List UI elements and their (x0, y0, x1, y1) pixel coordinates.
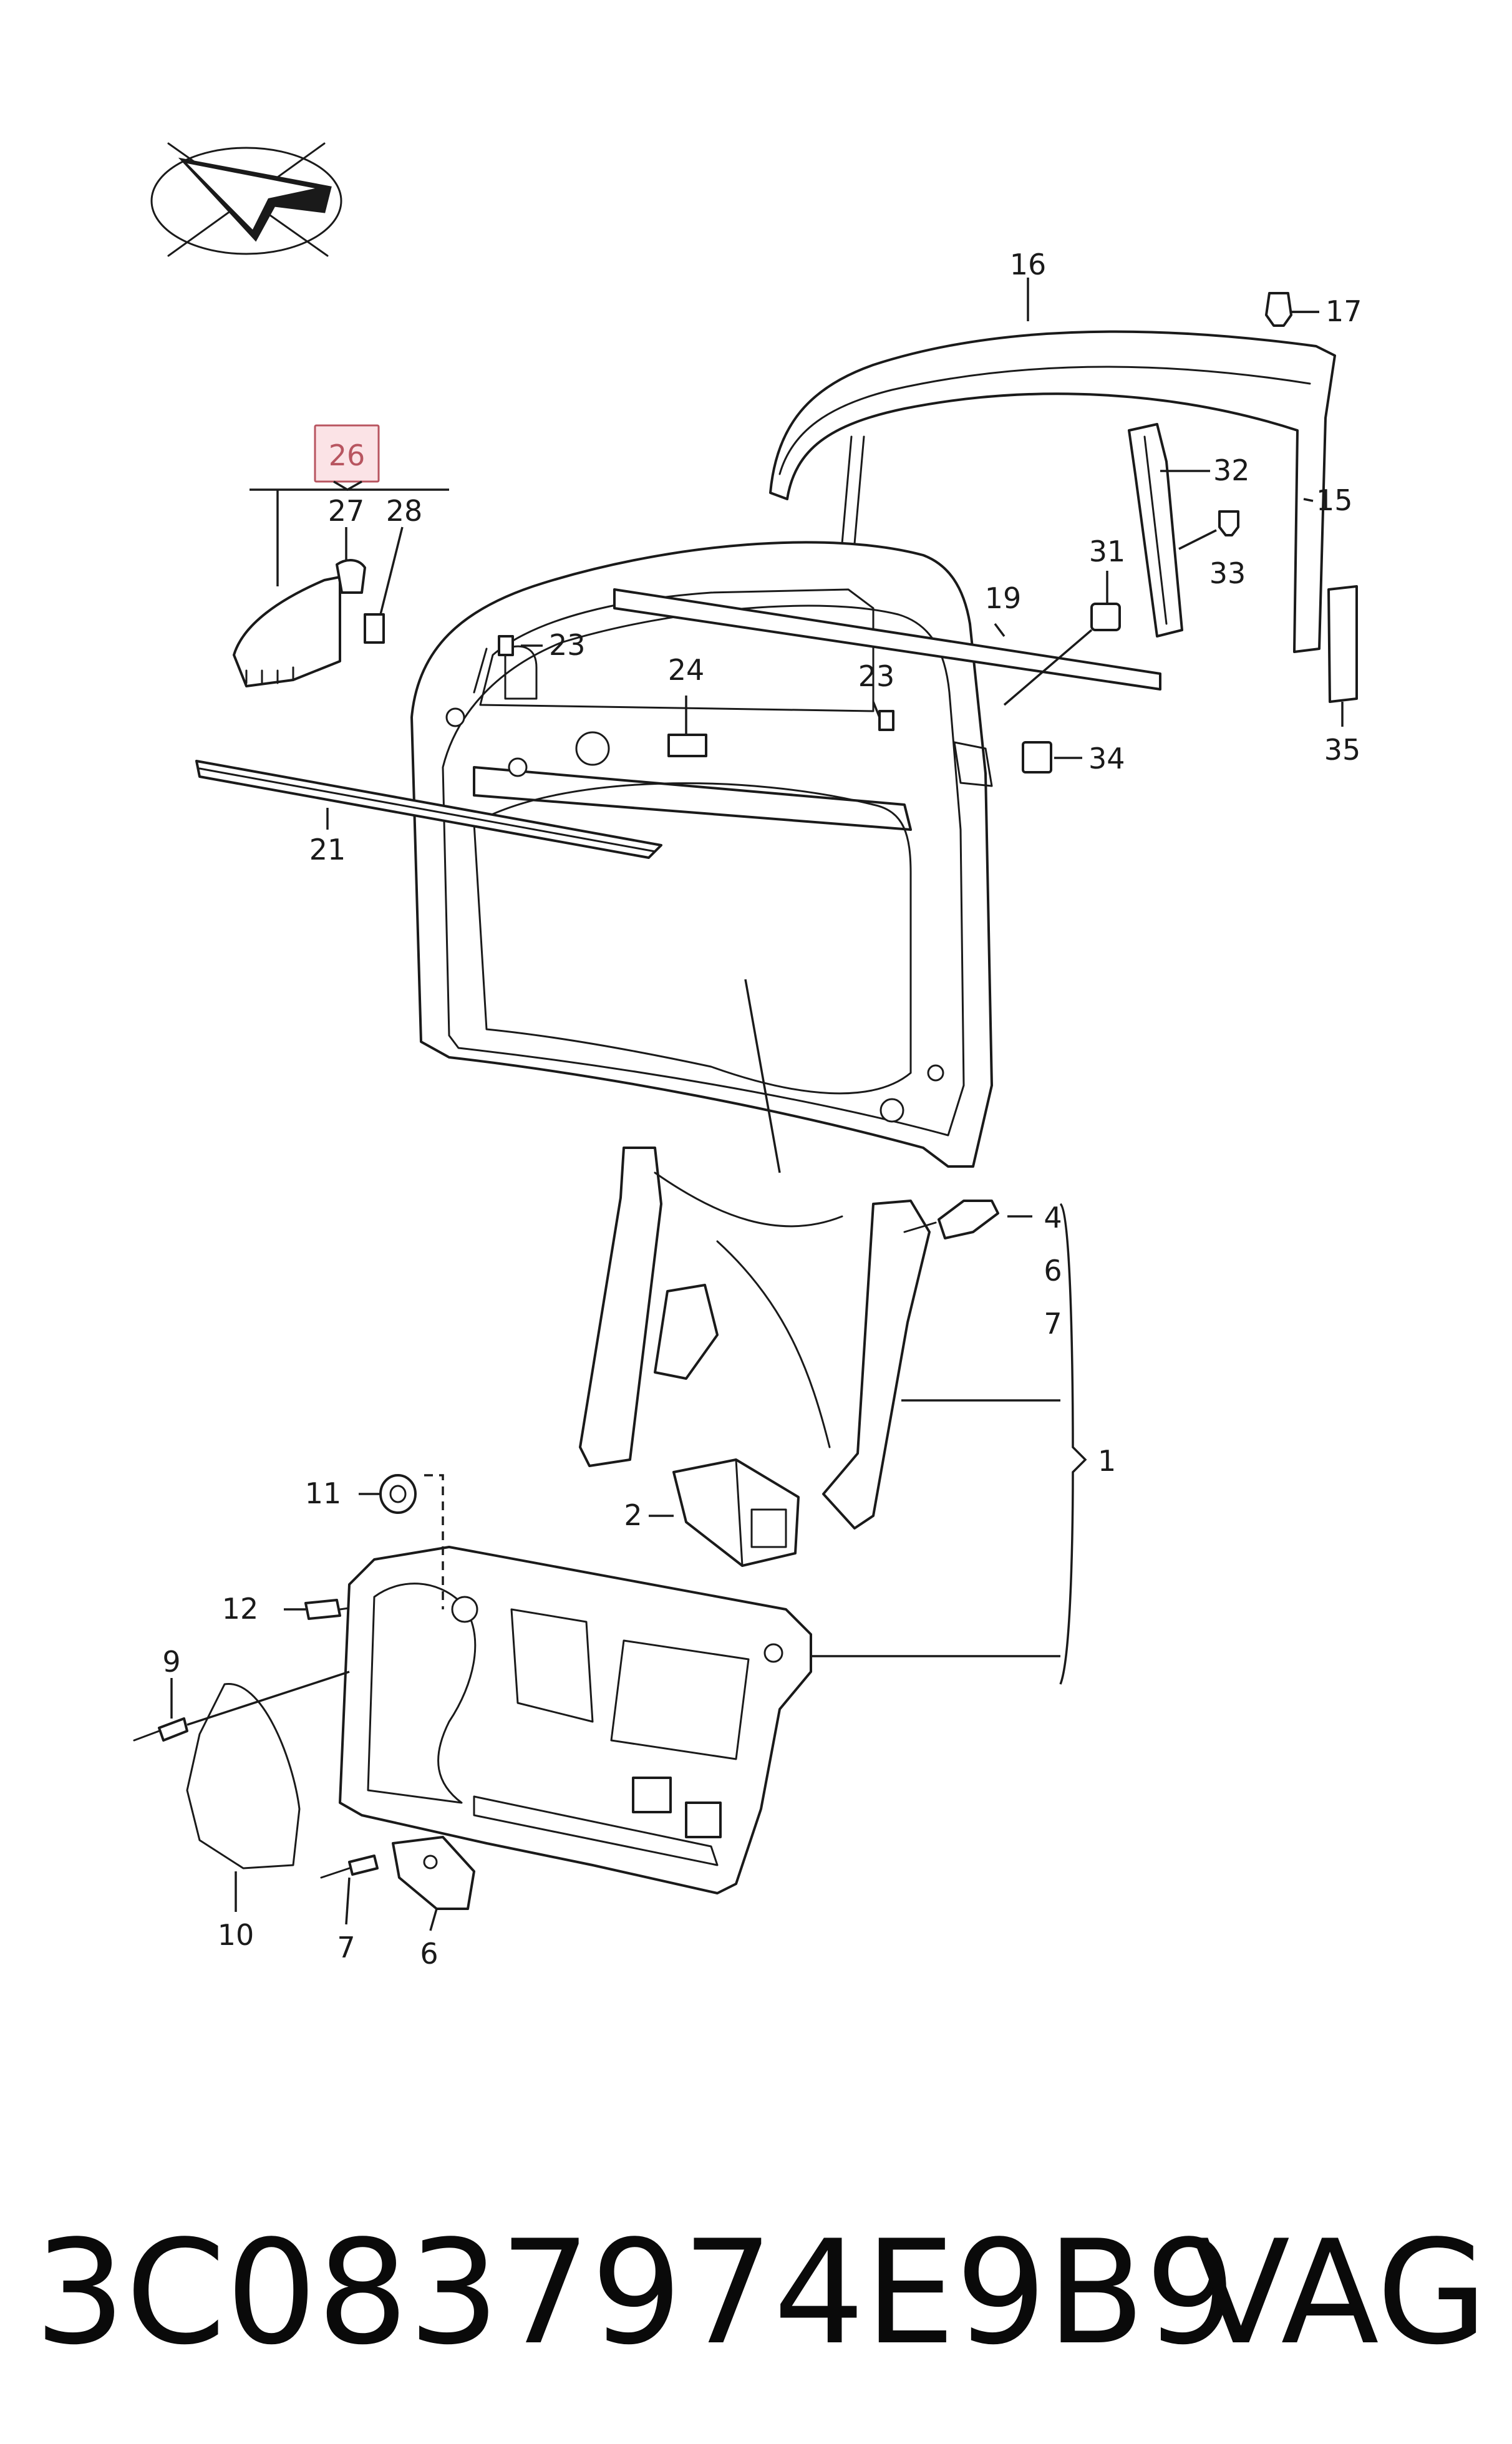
mirror-cover-trim (233, 559, 385, 687)
screw-part (1218, 510, 1239, 536)
callout-15: 15 (1316, 483, 1353, 517)
callout-7: 7 (337, 1931, 355, 1964)
window-regulator (579, 1147, 999, 1530)
window-guide-part (1128, 423, 1183, 638)
callout-31: 31 (1089, 535, 1126, 568)
callout-17: 17 (1325, 294, 1362, 328)
callout-33: 33 (1209, 556, 1246, 590)
clip-part (1090, 603, 1121, 631)
outer-seal-strip (195, 760, 662, 859)
brand-name: VAG (1192, 2210, 1488, 2377)
direction-arrow-icon (150, 142, 342, 257)
callout-1: 1 (1098, 1444, 1116, 1478)
callout-27: 27 (328, 494, 365, 528)
sealing-membrane (186, 1683, 301, 1869)
clip-part (1265, 292, 1319, 327)
door-carrier-plate (339, 1546, 812, 1894)
pin-part (133, 1717, 188, 1742)
callout-28: 28 (386, 494, 423, 528)
callout-labels: 16 17 32 15 31 33 19 23 24 23 34 35 21 2… (162, 248, 1362, 1971)
window-seal-rail (613, 588, 1161, 691)
clip-part (1022, 741, 1052, 773)
callout-26: 26 (329, 439, 366, 472)
window-motor (672, 1458, 800, 1567)
clip-part (498, 635, 894, 731)
grommet-part (379, 1474, 417, 1514)
callout-21: 21 (309, 833, 346, 866)
callout-23: 23 (858, 659, 895, 693)
seal-strip-part (1327, 585, 1358, 703)
bracket-part (392, 1836, 475, 1910)
highlight-box (314, 424, 380, 483)
callout-6: 6 (420, 1937, 438, 1971)
leader-lines (170, 278, 1344, 1931)
callout-7: 7 (1044, 1307, 1062, 1341)
callout-6: 6 (1044, 1254, 1062, 1287)
callout-4: 4 (1044, 1201, 1062, 1234)
callout-16: 16 (1010, 248, 1047, 281)
door-shell (410, 541, 993, 1168)
callout-2: 2 (624, 1498, 642, 1532)
callout-10: 10 (218, 1918, 254, 1952)
callout-24: 24 (668, 653, 705, 687)
callout-11: 11 (305, 1477, 342, 1510)
callout-32: 32 (1213, 453, 1250, 487)
callout-9: 9 (162, 1645, 180, 1679)
part-number: 3C0837974E9B9 (34, 2210, 1236, 2377)
callout-12: 12 (222, 1592, 259, 1626)
callout-23: 23 (549, 628, 586, 662)
pin-part (320, 1855, 379, 1879)
callout-35: 35 (1324, 733, 1361, 767)
callout-19: 19 (985, 581, 1022, 615)
callout-34: 34 (1088, 742, 1125, 775)
